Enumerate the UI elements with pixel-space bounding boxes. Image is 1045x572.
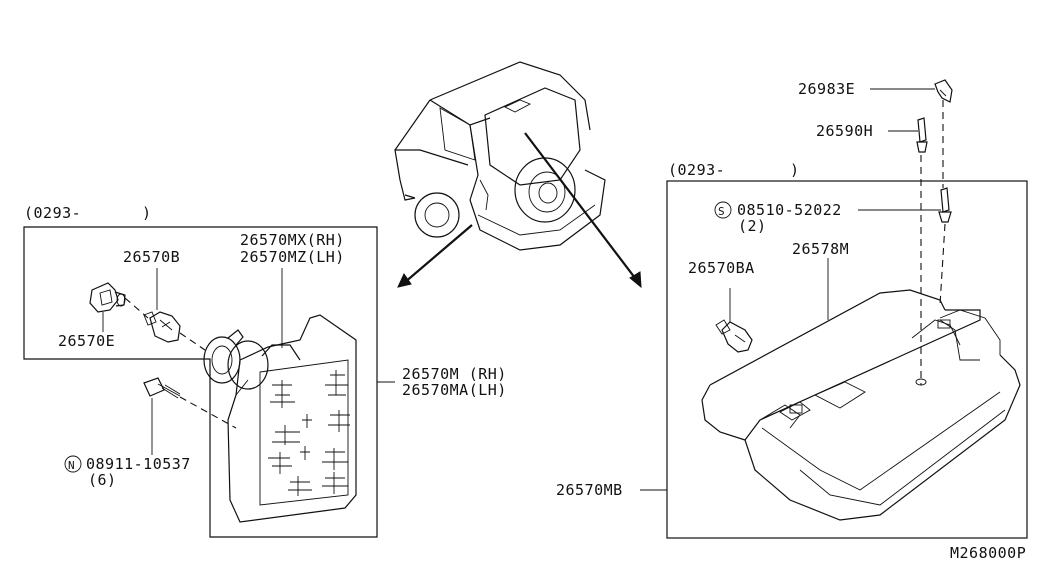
- high-mount-lamp-drawing: [701, 289, 1021, 521]
- screw2-symbol-circle: [714, 201, 732, 219]
- right-range-suffix: ): [790, 161, 800, 179]
- label-housing-26578M: 26578M: [792, 240, 849, 258]
- bulb2-drawing: [715, 319, 753, 353]
- clip-drawing: [934, 79, 953, 103]
- left-range-suffix: ): [142, 204, 152, 222]
- label-screw2-qty: (2): [738, 217, 767, 235]
- diagram-code: M268000P: [950, 544, 1026, 562]
- bulb-drawing: [143, 311, 181, 343]
- lamp-assembly-drawing: [227, 314, 357, 523]
- label-assembly-rh: 26570M (RH): [402, 365, 507, 383]
- label-screw-26590H: 26590H: [816, 122, 873, 140]
- left-range-prefix: (0293-: [24, 204, 81, 222]
- nut-drawing: [143, 377, 181, 399]
- label-screw2-08510: 08510-52022: [737, 201, 842, 219]
- left-panel-frame: [23, 226, 378, 538]
- label-bulb-26570BA: 26570BA: [688, 259, 755, 277]
- socket-drawing: [89, 282, 126, 313]
- nut-symbol-circle: [64, 455, 82, 473]
- label-assembly-lh: 26570MA(LH): [402, 381, 507, 399]
- left-panel: (0293- ): [23, 204, 507, 538]
- label-lens-lh: 26570MZ(LH): [240, 248, 345, 266]
- label-socket-26570E: 26570E: [58, 332, 115, 350]
- label-assembly-26570MB: 26570MB: [556, 481, 623, 499]
- vehicle-rear-illustration: [394, 61, 642, 289]
- label-nut-qty: (6): [88, 471, 117, 489]
- right-range-prefix: (0293-: [668, 161, 725, 179]
- screw2-symbol: S: [718, 205, 725, 218]
- screw2-drawing: [938, 187, 952, 223]
- label-bulb-26570B: 26570B: [123, 248, 180, 266]
- nut-symbol: N: [68, 459, 75, 472]
- label-lens-rh: 26570MX(RH): [240, 231, 345, 249]
- screw-drawing: [916, 117, 928, 153]
- label-nut-08911: 08911-10537: [86, 455, 191, 473]
- right-panel-frame: [666, 180, 1028, 539]
- label-clip-26983E: 26983E: [798, 80, 855, 98]
- right-panel: (0293- ): [556, 79, 1028, 539]
